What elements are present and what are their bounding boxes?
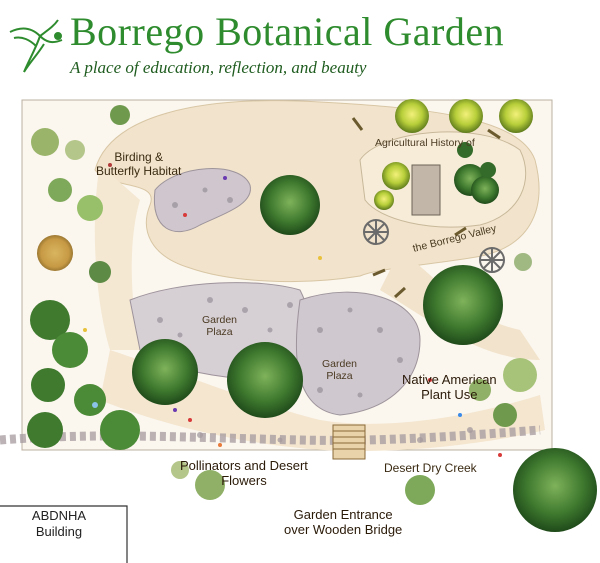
label-agricultural-history: Agricultural History of [375, 137, 475, 149]
left-path [94, 165, 140, 350]
label-desert-dry-creek: Desert Dry Creek [384, 461, 477, 475]
wooden-bridge [332, 424, 366, 460]
benches [351, 117, 501, 299]
hummingbird-logo [9, 19, 63, 73]
page-subtitle: A place of education, reflection, and be… [70, 58, 367, 77]
lower-path [100, 350, 545, 451]
crop-bed [411, 164, 441, 216]
label-birding-habitat: Birding & Butterfly Habitat [96, 150, 182, 178]
shrubs [31, 105, 537, 505]
wagon-wheel-icon [479, 247, 505, 273]
abdnha-building [0, 505, 128, 563]
upper-loop-plaza [153, 168, 251, 233]
wagon-wheel-icon [363, 219, 389, 245]
label-abdnha-building: ABDNHA Building [31, 508, 87, 539]
wildflowers [83, 163, 502, 457]
dry-creek [0, 425, 541, 445]
citrus-trees [374, 99, 533, 210]
label-pollinators-desert-flowers: Pollinators and Desert Flowers [180, 458, 308, 488]
palm-trees [27, 235, 140, 450]
label-garden-plaza-center: Garden Plaza [322, 358, 358, 382]
shade-trees [132, 164, 597, 532]
label-garden-plaza-left: Garden Plaza [202, 314, 238, 338]
page-title: Borrego Botanical Garden [70, 9, 505, 54]
label-native-american-plant-use: Native American Plant Use [402, 372, 497, 402]
label-garden-entrance: Garden Entrance over Wooden Bridge [284, 507, 403, 537]
